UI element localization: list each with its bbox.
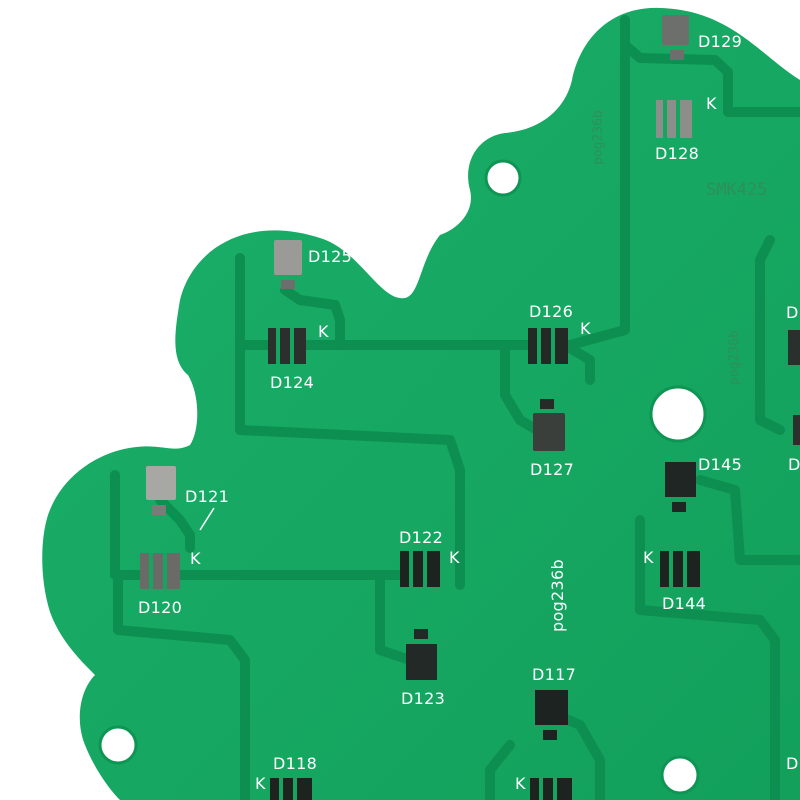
smd-square-pads xyxy=(146,15,696,740)
faded-text-rotated-b: pog236b xyxy=(727,330,742,385)
cathode-mark-d120: K xyxy=(190,549,201,568)
label-d126: D126 xyxy=(529,302,573,321)
pad-right-edge-b xyxy=(793,415,800,445)
silkscreen-labels: D129 D128 D125 D124 D126 D127 D145 D144 … xyxy=(138,32,800,793)
mounting-hole-top xyxy=(484,159,522,197)
cathode-mark-d116: K xyxy=(515,774,526,793)
pad-d127 xyxy=(533,413,565,451)
mounting-hole-center xyxy=(649,385,707,443)
pad-d128 xyxy=(656,100,692,138)
label-d120: D120 xyxy=(138,598,182,617)
faded-text-top-right: SMK425 xyxy=(706,180,767,200)
cathode-mark-d144: K xyxy=(643,548,654,567)
pad-d122 xyxy=(400,551,440,587)
label-d117: D117 xyxy=(532,665,576,684)
pad-d124 xyxy=(268,328,306,364)
faded-copper-text: SMK425 pog236b pog236b xyxy=(591,110,767,385)
silk-leader-d121 xyxy=(199,507,215,531)
cathode-mark-d128: K xyxy=(706,94,717,113)
pad-d126 xyxy=(528,328,568,364)
pad-d117 xyxy=(535,690,568,725)
cathode-mark-d122: K xyxy=(449,548,460,567)
pad-d120 xyxy=(140,553,180,589)
label-d128: D128 xyxy=(655,144,699,163)
label-edge-partial-1: D xyxy=(786,303,799,322)
cathode-mark-d126: K xyxy=(580,319,591,338)
label-d145: D145 xyxy=(698,455,742,474)
pad-d125 xyxy=(274,240,302,275)
faded-text-rotated-a: pog236b xyxy=(591,110,606,165)
pad-d118 xyxy=(270,778,312,800)
cathode-mark-d118: K xyxy=(255,774,266,793)
label-d127: D127 xyxy=(530,460,574,479)
pad-d121 xyxy=(146,466,176,500)
label-d118: D118 xyxy=(273,754,317,773)
label-d122: D122 xyxy=(399,528,443,547)
mounting-hole-bottom xyxy=(660,755,700,795)
label-d124: D124 xyxy=(270,373,314,392)
pad-d144 xyxy=(660,551,700,587)
pad-d123 xyxy=(406,644,437,680)
pad-d116 xyxy=(530,778,572,800)
label-d129: D129 xyxy=(698,32,742,51)
board-code: pog236b xyxy=(548,559,567,632)
cathode-mark-d124: K xyxy=(318,322,329,341)
label-edge-partial-2: D xyxy=(788,455,800,474)
label-d144: D144 xyxy=(662,594,706,613)
pad-right-edge-a xyxy=(788,330,800,365)
label-d123: D123 xyxy=(401,689,445,708)
pcb-board-outline xyxy=(42,7,800,800)
pad-d129 xyxy=(662,15,689,45)
label-d125: D125 xyxy=(308,247,352,266)
label-edge-partial-3: D xyxy=(786,754,799,773)
pad-d145 xyxy=(665,462,696,497)
mounting-hole-left xyxy=(98,725,138,765)
label-d121: D121 xyxy=(185,487,229,506)
copper-traces xyxy=(110,15,800,800)
smd-diode-pads xyxy=(140,100,800,800)
